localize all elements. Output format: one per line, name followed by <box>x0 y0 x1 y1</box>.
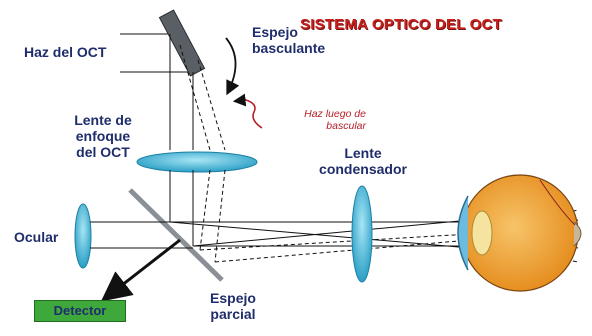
label-espejo-basculante: Espejo basculante <box>252 24 325 56</box>
note-arrow <box>232 93 263 129</box>
condenser-lens <box>351 185 373 283</box>
beam-focus-4 <box>214 169 226 263</box>
label-espejo-parcial-line1: Espejo <box>210 290 256 306</box>
retina-vessel <box>539 179 576 226</box>
note-haz-luego: Haz luego de bascular <box>270 108 366 132</box>
label-ocular: Ocular <box>14 229 59 245</box>
note-line2: bascular <box>326 120 366 132</box>
label-lente-condensador: Lente condensador <box>305 145 421 177</box>
detector-arrow <box>100 238 181 302</box>
label-lente-enfoque: Lente de enfoque del OCT <box>58 112 148 160</box>
focus-lens <box>136 151 258 173</box>
detector-box: Detector <box>34 300 126 322</box>
label-haz-oct: Haz del OCT <box>24 44 107 60</box>
beam-eye-cross-2 <box>192 219 471 247</box>
label-espejo-basculante-line2: basculante <box>252 40 326 56</box>
optic-nerve <box>573 221 582 247</box>
label-lente-enfoque-line3: del OCT <box>76 144 130 160</box>
label-espejo-basculante-line1: Espejo <box>252 24 298 40</box>
beam-focus-3 <box>199 169 211 251</box>
partial-mirror <box>128 188 224 282</box>
eye-illustration <box>457 174 582 292</box>
crystalline-lens <box>471 210 493 256</box>
label-espejo-parcial: Espejo parcial <box>200 290 266 322</box>
label-lente-enfoque-line2: enfoque <box>75 128 131 144</box>
label-lente-condensador-line1: Lente <box>344 145 382 161</box>
label-lente-condensador-line2: condensador <box>319 161 407 177</box>
tilting-mirror <box>158 9 206 77</box>
beam-tilted-1 <box>179 44 211 151</box>
diagram-title: SISTEMA OPTICO DEL OCT <box>300 16 502 33</box>
label-lente-enfoque-line1: Lente de <box>74 112 132 128</box>
tilt-arrow <box>225 37 240 96</box>
cornea <box>457 195 469 271</box>
label-espejo-parcial-line2: parcial <box>210 306 256 322</box>
ocular-lens <box>74 203 92 269</box>
beam-tilted-2 <box>197 59 226 151</box>
beam-eye-cross-1 <box>169 221 471 249</box>
beam-eye-dashed-1 <box>199 233 471 251</box>
note-line1: Haz luego de <box>304 108 366 120</box>
beam-eye-dashed-2 <box>214 239 471 263</box>
